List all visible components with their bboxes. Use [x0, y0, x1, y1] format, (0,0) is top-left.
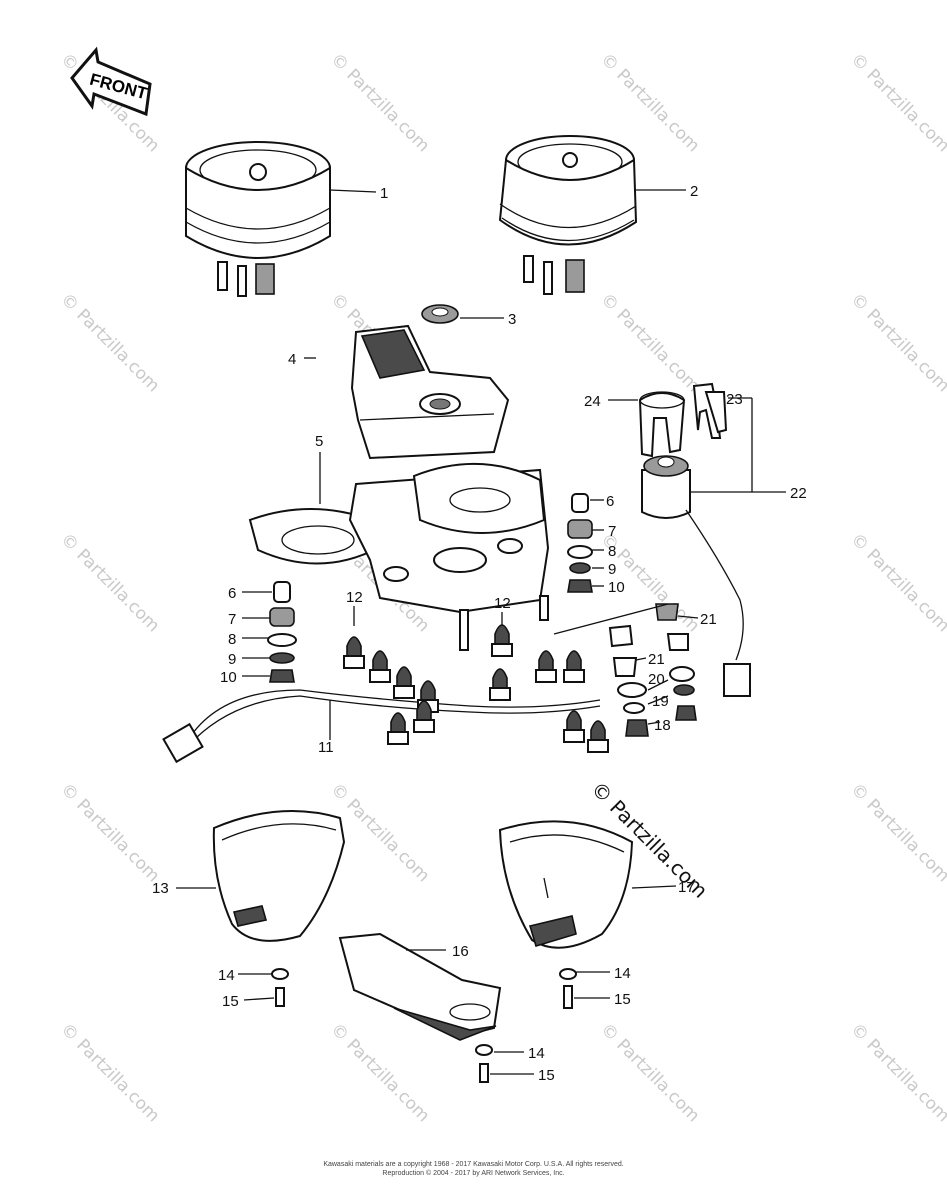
callout-20: 20 [648, 671, 665, 688]
bulb-socket-group [343, 624, 609, 753]
callout-21-mid: 21 [648, 651, 665, 668]
callout-12-left: 12 [346, 589, 363, 606]
watermark-text: © Partzilla.com [846, 289, 947, 396]
callout-10: 10 [608, 579, 625, 596]
watermark-text: © Partzilla.com [596, 289, 703, 396]
indicator-housing-part [350, 324, 510, 460]
ignition-switch-part [638, 382, 751, 697]
bulb-socket [491, 624, 513, 657]
watermark-text: © Partzilla.com [596, 1019, 703, 1126]
watermark-text: © Partzilla.com [846, 529, 947, 636]
bulb-socket [587, 720, 609, 753]
bulb-socket [369, 650, 391, 683]
callout-17: 17 [678, 879, 695, 896]
left-meter-cover-part [212, 809, 346, 942]
callout-18: 18 [654, 717, 671, 734]
callout-8: 8 [608, 543, 616, 560]
speedometer-part [185, 141, 331, 297]
watermark-text: © Partzilla.com [326, 49, 433, 156]
grommet-part [421, 304, 459, 324]
callout-24: 24 [584, 393, 601, 410]
bulb-socket [387, 712, 409, 745]
callout-14-left: 14 [218, 967, 235, 984]
bulb-socket [535, 650, 557, 683]
callout-15-right: 15 [614, 991, 631, 1008]
callout-2: 2 [690, 183, 698, 200]
watermark-text: © Partzilla.com [56, 529, 163, 636]
base-plate-part [248, 463, 550, 651]
callout-labels: 1 2 3 4 5 6 7 8 9 10 6 7 8 9 10 12 12 21… [152, 183, 807, 1084]
tachometer-part [498, 135, 638, 295]
callout-1: 1 [380, 185, 388, 202]
callout-19: 19 [652, 693, 669, 710]
callout-12-right: 12 [494, 595, 511, 612]
callout-7: 7 [608, 523, 616, 540]
callout-13: 13 [152, 880, 169, 897]
watermark-text: © Partzilla.com [56, 779, 163, 886]
bulb-socket [393, 666, 415, 699]
callout-9: 9 [608, 561, 616, 578]
callout-14-right: 14 [614, 965, 631, 982]
right-meter-cover-part [498, 820, 634, 949]
callout-10-left: 10 [220, 669, 237, 686]
callout-15-left: 15 [222, 993, 239, 1010]
callout-6-left: 6 [228, 585, 236, 602]
bulb-socket [563, 710, 585, 743]
bulb-socket [413, 700, 435, 733]
callout-5: 5 [315, 433, 323, 450]
callout-23: 23 [726, 391, 743, 408]
wire-harness-part [162, 603, 669, 764]
right-stack-parts [567, 493, 593, 593]
callout-6: 6 [606, 493, 614, 510]
footer-reproduction: Reproduction © 2004 - 2017 by ARI Networ… [382, 1170, 565, 1177]
bracket-part [338, 932, 502, 1041]
leader-lines [176, 189, 786, 1075]
callout-21-top: 21 [700, 611, 717, 628]
left-stack-parts [267, 581, 297, 683]
footer-copyright: Kawasaki materials are a copyright 1968 … [323, 1161, 624, 1168]
watermark-text: © Partzilla.com [56, 289, 163, 396]
callout-4: 4 [288, 351, 296, 368]
callout-11: 11 [318, 739, 334, 756]
callout-3: 3 [508, 311, 516, 328]
watermark-text: © Partzilla.com [846, 779, 947, 886]
watermark-text: © Partzilla.com [846, 49, 947, 156]
watermark-text: © Partzilla.com [846, 1019, 947, 1126]
callout-7-left: 7 [228, 611, 236, 628]
watermark-text: © Partzilla.com [326, 1019, 433, 1126]
callout-9-left: 9 [228, 651, 236, 668]
callout-22: 22 [790, 485, 807, 502]
callout-14-bottom: 14 [528, 1045, 545, 1062]
callout-8-left: 8 [228, 631, 236, 648]
bulb-socket [563, 650, 585, 683]
grommet-group-parts [608, 603, 697, 737]
watermark-text: © Partzilla.com [56, 1019, 163, 1126]
callout-15-bottom: 15 [538, 1067, 555, 1084]
callout-16: 16 [452, 943, 469, 960]
watermark-text: © Partzilla.com [596, 49, 703, 156]
bulb-socket [489, 668, 511, 701]
bulb-socket [343, 636, 365, 669]
